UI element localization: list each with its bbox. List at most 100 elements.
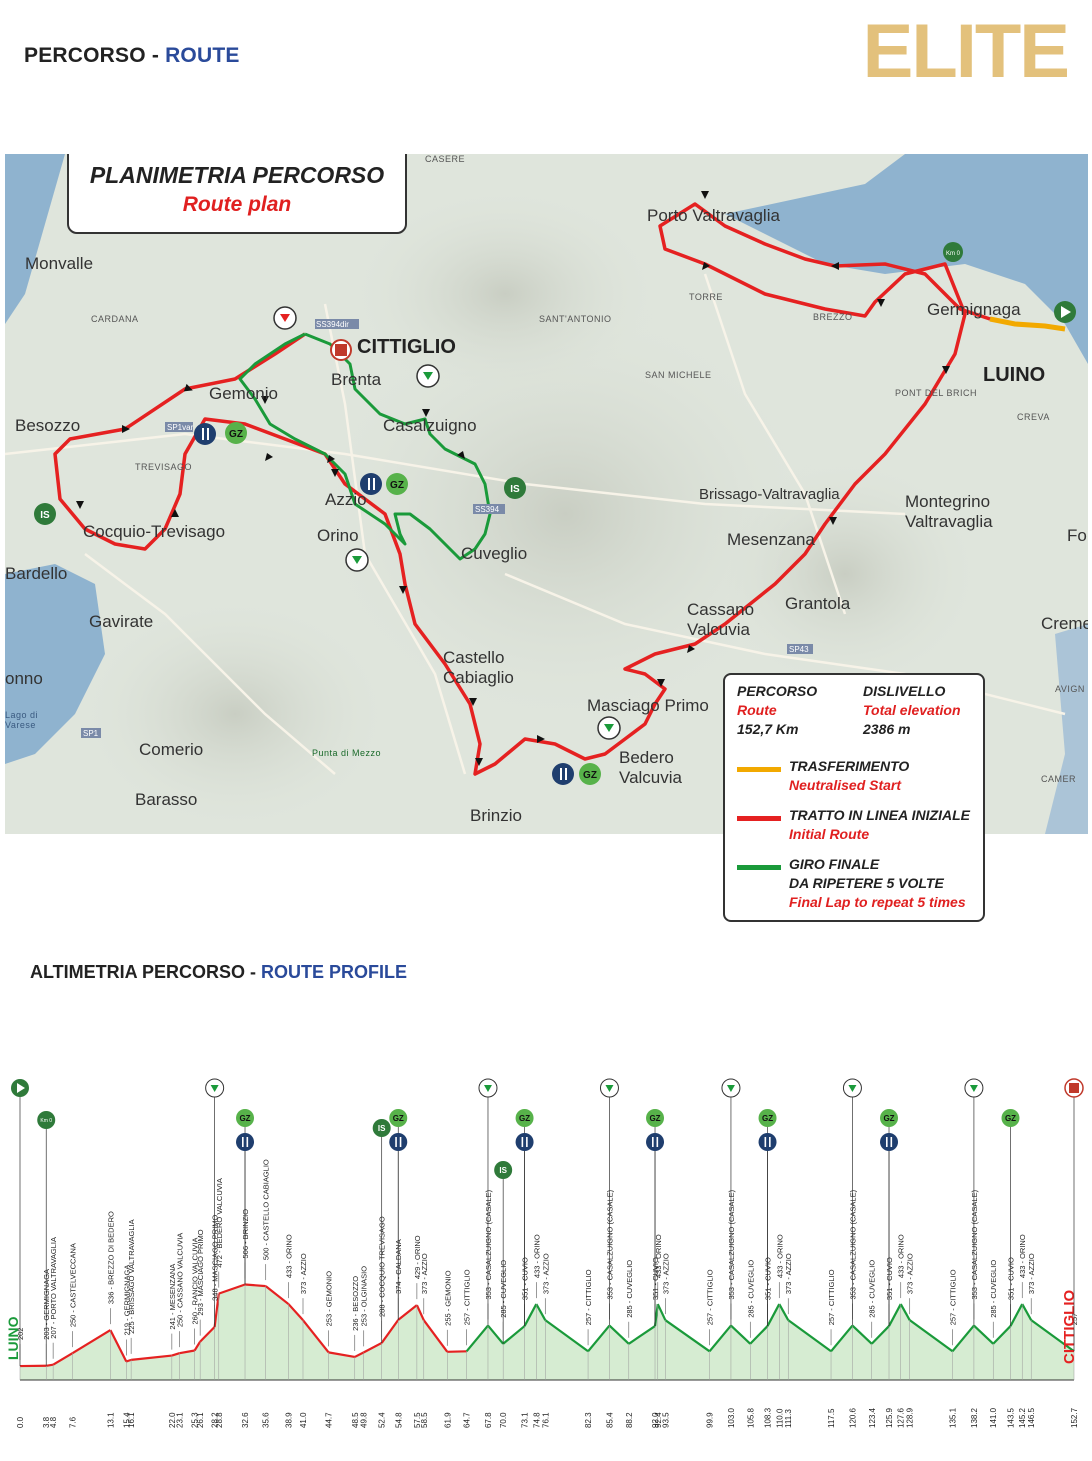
feed-zone-icon	[652, 1137, 654, 1147]
legend-item-sub: Final Lap to repeat 5 times	[789, 894, 966, 910]
gz-marker-label: GZ	[762, 1114, 773, 1123]
gz-marker-icon: GZ	[225, 422, 247, 444]
profile-point-label: 373 - AZZIO	[784, 1253, 793, 1294]
legend-elevation: 2386 m	[863, 721, 910, 737]
profile-km-label: 35.6	[262, 1412, 271, 1428]
profile-km-label: 26.1	[196, 1412, 205, 1428]
feed-zone-icon	[657, 1137, 659, 1147]
profile-segment	[447, 1351, 466, 1352]
legend-item-title: TRATTO IN LINEA INIZIALE	[789, 807, 970, 823]
svg-text:Km 0: Km 0	[946, 251, 961, 257]
legend-route: Route	[737, 702, 777, 718]
feed-zone-icon	[769, 1137, 771, 1147]
is-marker-label: IS	[378, 1124, 386, 1133]
profile-point-label: 353 - CASALZUIGNO (CASALE)	[605, 1189, 614, 1299]
profile-point-label: 373 - AZZIO	[906, 1253, 915, 1294]
profile-km-label: 41.0	[299, 1412, 308, 1428]
profile-km-label: 28.8	[215, 1412, 224, 1428]
feed-zone-icon	[891, 1137, 893, 1147]
profile-km-label: 0.0	[16, 1416, 25, 1428]
profile-km-label: 105.8	[746, 1407, 755, 1428]
profile-km-label: 103.0	[727, 1407, 736, 1428]
profile-point-label: 257 - CITTIGLIO	[584, 1269, 593, 1325]
gz-marker-label: GZ	[239, 1114, 250, 1123]
profile-point-label: 250 - CASTELVECCANA	[68, 1243, 77, 1327]
feed-zone-icon	[194, 423, 216, 445]
profile-title-a: ALTIMETRIA PERCORSO -	[30, 962, 261, 982]
profile-km-label: 73.1	[521, 1412, 530, 1428]
profile-km-label: 143.5	[1006, 1407, 1015, 1428]
profile-km-label: 13.1	[106, 1412, 115, 1428]
profile-point-label: 500 - CASTELLO CABIAGLIO	[262, 1159, 271, 1260]
profile-point-label: 255 - GEMONIO	[443, 1270, 452, 1326]
is-marker-icon: IS	[504, 477, 526, 499]
profile-km-label: 61.9	[443, 1412, 452, 1428]
gz-marker-label: GZ	[1005, 1114, 1016, 1123]
profile-point-label: 285 - CUVEGLIO	[499, 1260, 508, 1318]
feed-zone-icon	[765, 1137, 767, 1147]
profile-point-label: 351 - CUVIO	[1006, 1257, 1015, 1300]
feed-zone-icon	[880, 1133, 898, 1151]
profile-point-label: 257 - CITTIGLIO	[827, 1269, 836, 1325]
profile-km-label: 82.3	[584, 1412, 593, 1428]
profile-point-label: 373 - AZZIO	[420, 1253, 429, 1294]
title-percorso: PERCORSO -	[24, 44, 165, 67]
is-marker-icon: IS	[34, 503, 56, 525]
profile-finish-label: CITTIGLIO	[1061, 1290, 1078, 1364]
profile-km-label: 44.7	[325, 1412, 334, 1428]
profile-point-label: 353 - CASALZUIGNO (CASALE)	[484, 1189, 493, 1299]
legend-percorso: PERCORSO	[737, 683, 817, 699]
feed-zone-icon	[886, 1137, 888, 1147]
profile-point-label: 351 - CUVIO	[764, 1257, 773, 1300]
profile-point-label: 472 - BEDERO VALCUVIA	[215, 1178, 224, 1267]
feed-zone-icon	[526, 1137, 528, 1147]
profile-km-label: 64.7	[463, 1412, 472, 1428]
road-label: SS394dir	[316, 320, 349, 329]
profile-km-label: 110.0	[775, 1408, 784, 1428]
profile-point-label: 373 - AZZIO	[1027, 1253, 1036, 1294]
descent-marker-icon	[598, 717, 620, 739]
feed-zone-icon	[522, 1137, 524, 1147]
gz-marker-label: GZ	[393, 1114, 404, 1123]
km0-marker-label: Km 0	[40, 1118, 52, 1124]
legend-item-sub: Neutralised Start	[789, 777, 901, 793]
svg-text:GZ: GZ	[229, 429, 243, 440]
profile-km-label: 85.4	[605, 1412, 614, 1428]
profile-segment	[126, 1360, 131, 1362]
profile-km-label: 99.9	[706, 1412, 715, 1428]
profile-km-label: 141.0	[989, 1407, 998, 1428]
profile-km-label: 67.8	[484, 1412, 493, 1428]
section-title-profile: ALTIMETRIA PERCORSO - ROUTE PROFILE	[30, 962, 407, 983]
feed-zone-icon	[646, 1133, 664, 1151]
profile-km-label: 32.6	[241, 1412, 250, 1428]
svg-text:GZ: GZ	[583, 770, 597, 781]
profile-km-label: 54.8	[394, 1412, 403, 1428]
profile-km-label: 49.8	[360, 1412, 369, 1428]
feed-zone-icon	[389, 1133, 407, 1151]
legend-item-sub: Initial Route	[789, 826, 869, 842]
profile-point-label: 433 - ORINO	[897, 1234, 906, 1278]
profile-point-label: 373 - AZZIO	[299, 1253, 308, 1294]
legend-dislivello: DISLIVELLO	[863, 683, 945, 699]
feed-zone-icon	[759, 1133, 777, 1151]
feed-zone-icon	[552, 763, 574, 785]
profile-point-label: 285 - CUVEGLIO	[625, 1260, 634, 1318]
profile-point-label: 353 - CASALZUIGNO (CASALE)	[848, 1189, 857, 1299]
legend-item-title: TRASFERIMENTO	[789, 758, 909, 774]
feed-zone-icon	[395, 1137, 397, 1147]
profile-km-label: 58.5	[420, 1412, 429, 1428]
is-marker-label: IS	[499, 1166, 507, 1175]
profile-km-label: 135.1	[949, 1407, 958, 1428]
profile-point-label: 257 - CITTIGLIO	[706, 1269, 715, 1325]
profile-point-label: 250 - CASSANO VALCUVIA	[175, 1233, 184, 1327]
legend-distance: 152,7 Km	[737, 721, 798, 737]
legend-total-elevation: Total elevation	[863, 702, 961, 718]
profile-point-label: 293 - MASCIAGO PRIMO	[196, 1229, 205, 1315]
finish-flag-icon	[1069, 1083, 1079, 1093]
profile-point-label: 353 - CASALZUIGNO (CASALE)	[727, 1189, 736, 1299]
profile-point-label: 373 - AZZIO	[661, 1253, 670, 1294]
profile-km-label: 152.7	[1070, 1407, 1079, 1428]
gz-marker-icon: GZ	[579, 763, 601, 785]
profile-km-label: 38.9	[285, 1412, 294, 1428]
